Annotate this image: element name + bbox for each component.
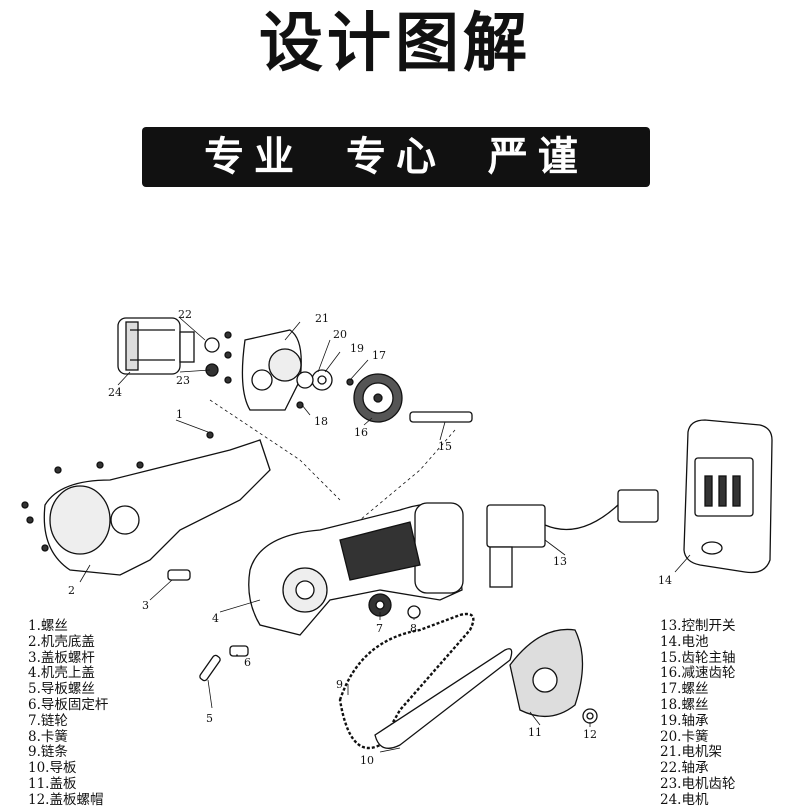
- callout-5: 5: [206, 712, 213, 725]
- legend-item: 12.盖板螺帽: [28, 791, 104, 808]
- part-housing-bottom: [43, 439, 271, 576]
- callout-3: 3: [142, 599, 149, 612]
- legend-item: 1.螺丝: [28, 618, 68, 634]
- parts-legend-right: 13.控制开关 14.电池 15.齿轮主轴 16.减速齿轮 17.螺丝 18.螺…: [660, 618, 736, 809]
- part-guide-pin: [229, 645, 249, 657]
- callout-14: 14: [658, 574, 672, 587]
- part-housing-top: [248, 502, 464, 636]
- callout-23: 23: [176, 374, 190, 387]
- callout-9: 9: [336, 678, 343, 691]
- callout-16: 16: [354, 426, 368, 439]
- part-bearing-22: [204, 337, 220, 353]
- part-guide-screw: [199, 654, 221, 682]
- legend-item: 22.轴承: [660, 760, 709, 777]
- callout-4: 4: [212, 612, 219, 625]
- slogan-banner: 专业 专心 严谨: [142, 127, 650, 187]
- callout-24: 24: [108, 386, 122, 399]
- legend-item: 19.轴承: [660, 712, 709, 729]
- legend-item: 21.电机架: [660, 744, 722, 761]
- callout-15: 15: [438, 440, 452, 453]
- legend-item: 18.螺丝: [660, 696, 709, 713]
- legend-item: 3.盖板螺杆: [28, 649, 95, 666]
- exploded-diagram: 1 2 3 4 5 6 7 8 9 10 11 12 13 14 15 16 1…: [21, 308, 773, 767]
- callout-7: 7: [376, 622, 383, 635]
- callout-20: 20: [333, 328, 347, 341]
- page-title: 设计图解: [259, 7, 531, 81]
- legend-item: 4.机壳上盖: [28, 665, 95, 682]
- callout-17: 17: [372, 349, 386, 362]
- callout-13: 13: [553, 555, 567, 568]
- part-cover-bolt: [167, 569, 191, 581]
- parts-legend-left: 1.螺丝 2.机壳底盖 3.盖板螺杆 4.机壳上盖 5.导板螺丝 6.导板固定杆…: [28, 618, 109, 809]
- part-motor: [117, 317, 195, 375]
- part-guide-bar: [374, 648, 513, 749]
- callout-12: 12: [583, 728, 597, 741]
- legend-item: 13.控制开关: [660, 618, 736, 634]
- part-circlip-8: [407, 605, 421, 619]
- callout-2: 2: [68, 584, 75, 597]
- legend-item: 10.导板: [28, 760, 77, 777]
- legend-item: 9.链条: [28, 744, 68, 761]
- legend-item: 2.机壳底盖: [28, 633, 95, 650]
- legend-item: 5.导板螺丝: [28, 681, 95, 698]
- callout-18: 18: [314, 415, 328, 428]
- legend-item: 23.电机齿轮: [660, 775, 736, 792]
- callout-21: 21: [315, 312, 329, 325]
- callout-1: 1: [176, 408, 183, 421]
- legend-item: 8.卡簧: [28, 728, 68, 745]
- callout-10: 10: [360, 754, 374, 767]
- part-chain: [338, 612, 475, 750]
- legend-item: 15.齿轮主轴: [660, 649, 736, 666]
- legend-item: 7.链轮: [28, 712, 68, 729]
- part-gear-shaft: [409, 411, 473, 423]
- callout-22: 22: [178, 308, 192, 321]
- callout-19: 19: [350, 342, 364, 355]
- callout-6: 6: [244, 656, 251, 669]
- legend-item: 11.盖板: [28, 775, 77, 792]
- callout-8: 8: [410, 622, 417, 635]
- callout-labels: 1 2 3 4 5 6 7 8 9 10 11 12 13 14 15 16 1…: [68, 308, 672, 767]
- legend-item: 14.电池: [660, 633, 709, 650]
- legend-item: 17.螺丝: [660, 681, 709, 698]
- legend-item: 24.电机: [660, 791, 709, 808]
- part-control-switch: [486, 489, 659, 588]
- legend-item: 20.卡簧: [660, 728, 709, 745]
- callout-11: 11: [528, 726, 542, 739]
- part-battery: [683, 419, 773, 574]
- legend-item: 6.导板固定杆: [28, 696, 109, 713]
- legend-item: 16.减速齿轮: [660, 665, 736, 682]
- part-circlip-20: [296, 371, 314, 389]
